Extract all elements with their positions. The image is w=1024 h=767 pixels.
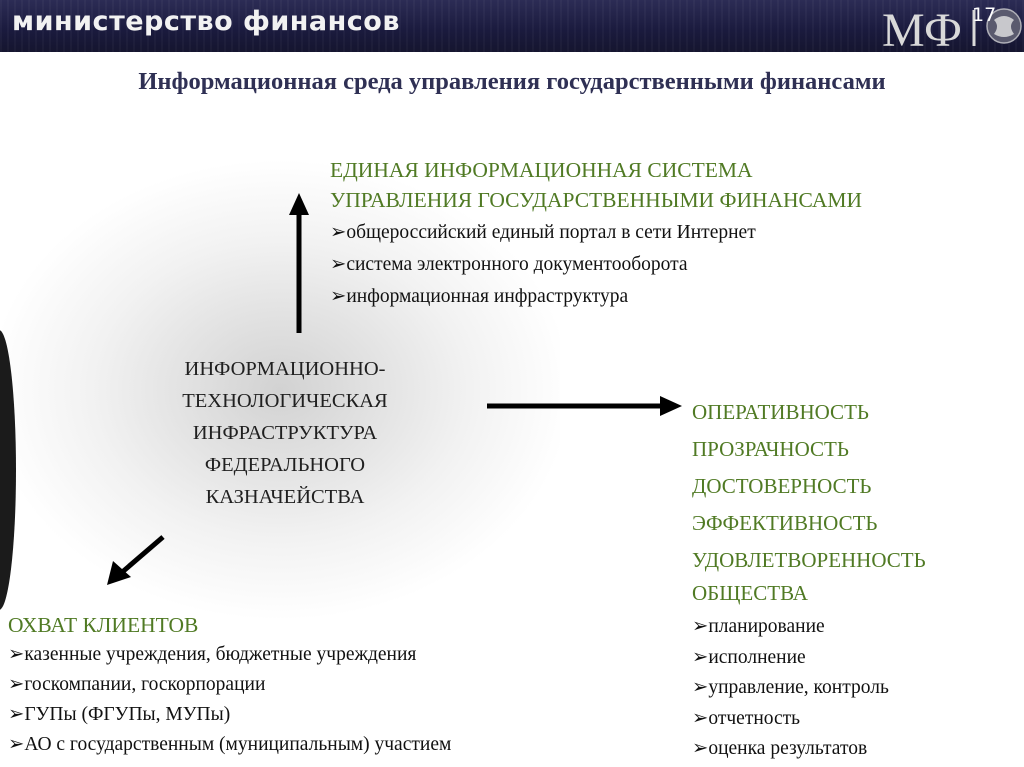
clients-heading: ОХВАТ КЛИЕНТОВ [8, 613, 199, 637]
list-item: ➢госкомпании, госкорпорации [8, 674, 266, 695]
actions-block: ➢планирование ➢исполнение ➢управление, к… [692, 612, 1012, 765]
ministry-logo: МФ [882, 4, 1022, 52]
page-number: 17 [972, 4, 997, 26]
quality-item: ПРОЗРАЧНОСТЬ [692, 437, 849, 461]
quality-item: ОБЩЕСТВА [692, 581, 808, 605]
list-item: ➢информационная инфраструктура [330, 286, 629, 307]
decorative-arc [0, 330, 16, 610]
top-block: ЕДИНАЯ ИНФОРМАЦИОННАЯ СИСТЕМА УПРАВЛЕНИЯ… [330, 155, 990, 313]
central-node-line: ИНФОРМАЦИОННО- [184, 358, 386, 380]
quality-item: УДОВЛЕТВОРЕННОСТЬ [692, 548, 926, 572]
quality-item: ОПЕРАТИВНОСТЬ [692, 400, 869, 424]
background-glow [0, 150, 560, 630]
list-item: ➢казенные учреждения, бюджетные учрежден… [8, 644, 417, 665]
central-node-line: ИНФРАСТРУКТУРА [192, 422, 378, 444]
list-item: ➢исполнение [692, 646, 806, 668]
list-item: ➢АО с государственным (муниципальным) уч… [8, 734, 452, 755]
list-item: ➢оценка результатов [692, 738, 868, 759]
list-item: ➢ГУПы (ФГУПы, МУПы) [8, 704, 231, 725]
central-node-line: ТЕХНОЛОГИЧЕСКАЯ [182, 390, 388, 412]
clients-block: ОХВАТ КЛИЕНТОВ ➢казенные учреждения, бюд… [8, 610, 648, 760]
ministry-name: министерство финансов [12, 6, 400, 37]
header-banner: министерство финансов МФ 17 [0, 0, 1024, 52]
top-block-heading: УПРАВЛЕНИЯ ГОСУДАРСТВЕННЫМИ ФИНАНСАМИ [330, 188, 862, 212]
quality-item: ДОСТОВЕРНОСТЬ [692, 474, 872, 498]
qualities-block: ОПЕРАТИВНОСТЬ ПРОЗРАЧНОСТЬ ДОСТОВЕРНОСТЬ… [692, 394, 1012, 608]
central-node-line: КАЗНАЧЕЙСТВА [205, 486, 365, 508]
header-texture [0, 0, 1024, 52]
central-node-line: ФЕДЕРАЛЬНОГО [204, 454, 366, 476]
list-item: ➢общероссийский единый портал в сети Инт… [330, 222, 756, 243]
svg-text:МФ: МФ [882, 4, 962, 52]
list-item: ➢отчетность [692, 707, 801, 729]
list-item: ➢управление, контроль [692, 677, 889, 698]
central-node: ИНФОРМАЦИОННО- ТЕХНОЛОГИЧЕСКАЯ ИНФРАСТРУ… [140, 353, 430, 513]
top-block-heading: ЕДИНАЯ ИНФОРМАЦИОННАЯ СИСТЕМА [330, 158, 753, 182]
quality-item: ЭФФЕКТИВНОСТЬ [692, 511, 878, 535]
list-item: ➢система электронного документооборота [330, 254, 688, 275]
slide-title: Информационная среда управления государс… [138, 68, 886, 95]
list-item: ➢планирование [692, 616, 825, 637]
